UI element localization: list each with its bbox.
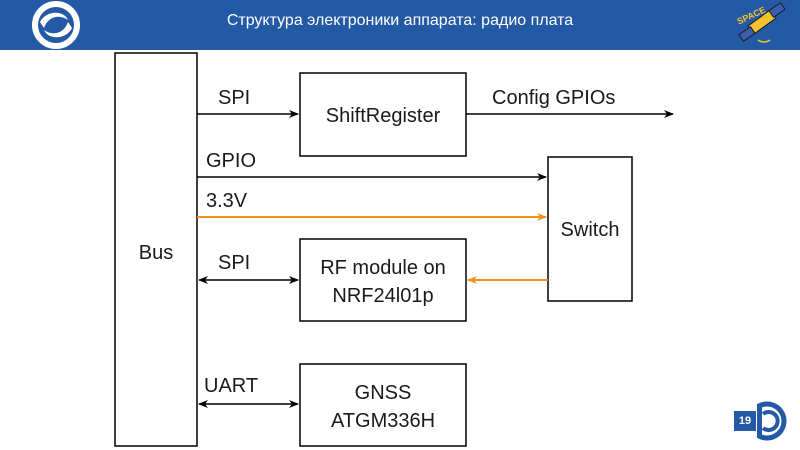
gpio-to-switch-connector: GPIO xyxy=(197,150,547,181)
shift-register-block: ShiftRegister xyxy=(299,72,467,157)
bus-block: Bus xyxy=(114,52,198,447)
page-title: Структура электроники аппарата: радио пл… xyxy=(226,12,574,29)
rf-module-label-line1: RF module on xyxy=(320,257,446,279)
power-3v3-connector: 3.3V xyxy=(197,190,547,221)
gpio-label: GPIO xyxy=(206,150,256,172)
switch-block: Switch xyxy=(547,156,633,302)
spi-to-shift-register-connector: SPI xyxy=(197,87,299,118)
uart-connector: UART xyxy=(198,375,299,408)
space-satellite-logo-icon: SPACE xyxy=(735,2,786,43)
company-logo-icon xyxy=(32,1,80,49)
uart-label: UART xyxy=(204,375,258,397)
bus-label: Bus xyxy=(139,242,173,264)
rf-module-label-line2: NRF24l01p xyxy=(332,285,433,307)
rf-module-block: RF module on NRF24l01p xyxy=(299,238,467,322)
spi-rf-connector: SPI xyxy=(198,252,299,284)
switch-label: Switch xyxy=(561,219,620,241)
gnss-block: GNSS ATGM336H xyxy=(299,363,467,447)
gnss-label-line1: GNSS xyxy=(355,382,412,404)
footer-logo-icon xyxy=(757,401,787,441)
spi-top-label: SPI xyxy=(218,87,250,109)
page-number: 19 xyxy=(734,411,756,431)
config-gpios-connector: Config GPIOs xyxy=(466,87,674,118)
header-bar: Структура электроники аппарата: радио пл… xyxy=(0,0,800,50)
spi-rf-label: SPI xyxy=(218,252,250,274)
power-3v3-label: 3.3V xyxy=(206,190,248,212)
gnss-label-line2: ATGM336H xyxy=(331,410,435,432)
shift-register-label: ShiftRegister xyxy=(326,105,441,127)
config-gpios-label: Config GPIOs xyxy=(492,87,615,109)
